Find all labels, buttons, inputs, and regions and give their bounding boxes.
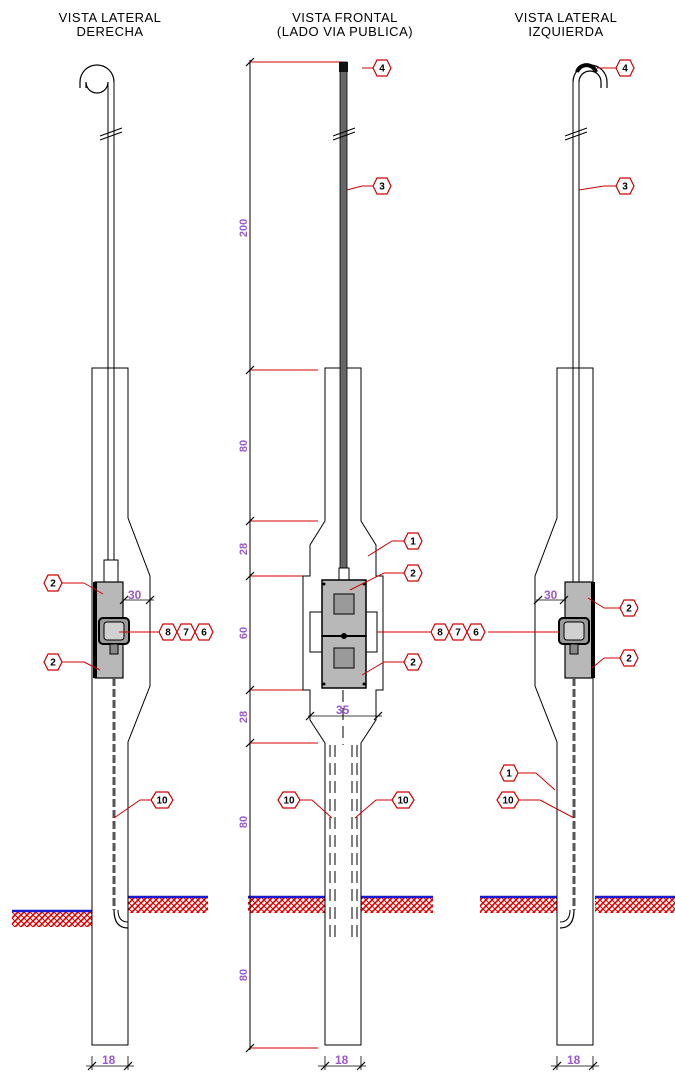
title-right-line1: VISTA LATERAL [59, 10, 162, 25]
dim-v-28a: 28 [238, 543, 250, 555]
svg-text:8: 8 [165, 628, 171, 639]
svg-text:2: 2 [626, 604, 632, 615]
view-front: 200 80 28 60 28 80 80 [238, 57, 384, 1071]
title-left-line2: IZQUIERDA [528, 24, 603, 39]
dim-v-60: 60 [238, 627, 250, 639]
svg-text:7: 7 [455, 628, 461, 639]
svg-text:2: 2 [50, 579, 56, 590]
dim-v-80a: 80 [238, 440, 250, 452]
tag-meter-a-front: 8 [430, 623, 450, 641]
dim-box-front: 35 [336, 703, 350, 717]
tag-meter-c-front: 6 [466, 623, 486, 641]
svg-text:3: 3 [379, 182, 385, 193]
post-outline-left [534, 367, 594, 1046]
tag-meter-c-right: 6 [194, 623, 214, 641]
tag-post-left: 1 [499, 764, 519, 782]
tag-mast-front: 3 [372, 177, 392, 195]
svg-text:4: 4 [622, 64, 628, 75]
tag-box-left-top: 2 [619, 599, 639, 617]
svg-text:4: 4 [379, 64, 385, 75]
ground-right [12, 895, 208, 927]
tag-box-right-top: 2 [43, 574, 63, 592]
title-left-line1: VISTA LATERAL [515, 10, 618, 25]
tag-cap-left: 4 [615, 59, 635, 77]
dim-box-side-left: 30 [544, 588, 558, 602]
title-front-line2: (LADO VIA PUBLICA) [277, 24, 413, 39]
svg-text:2: 2 [626, 654, 632, 665]
tag-box-right-bottom: 2 [43, 653, 63, 671]
tag-cap-front: 4 [372, 59, 392, 77]
dim-base-left: 18 [567, 1053, 581, 1067]
tag-mast-left: 3 [615, 177, 635, 195]
dim-v-28b: 28 [238, 711, 250, 723]
tag-conduit-front-right: 10 [391, 791, 415, 809]
tag-box-front-bottom: 2 [403, 653, 423, 671]
tag-post-front: 1 [403, 532, 423, 550]
dim-base-front: 18 [335, 1053, 349, 1067]
dim-v-200: 200 [238, 219, 250, 237]
svg-text:2: 2 [410, 569, 416, 580]
dim-v-80b: 80 [238, 816, 250, 828]
svg-text:2: 2 [50, 658, 56, 669]
svg-text:10: 10 [156, 796, 168, 807]
svg-text:3: 3 [622, 182, 628, 193]
ground-left [480, 895, 675, 913]
svg-text:7: 7 [183, 628, 189, 639]
post-outline-front [302, 367, 384, 1046]
dim-box-side-right: 30 [128, 588, 142, 602]
svg-text:10: 10 [397, 796, 409, 807]
svg-text:6: 6 [473, 628, 479, 639]
tag-meter-b-front: 7 [448, 623, 468, 641]
view-left-side: 30 18 [533, 63, 608, 1071]
tag-conduit-left: 10 [496, 791, 520, 809]
svg-text:6: 6 [201, 628, 207, 639]
tag-meter-a-right: 8 [158, 623, 178, 641]
dim-base-right: 18 [102, 1053, 116, 1067]
ground-front [248, 895, 433, 913]
title-right-line2: DERECHA [76, 24, 143, 39]
title-front-line1: VISTA FRONTAL [292, 10, 398, 25]
tag-conduit-right: 10 [150, 791, 174, 809]
svg-text:1: 1 [506, 769, 512, 780]
svg-text:10: 10 [283, 796, 295, 807]
svg-text:2: 2 [410, 658, 416, 669]
callout-tags: 2 8 7 6 2 10 4 3 1 2 8 7 6 2 10 10 4 3 2… [43, 59, 639, 809]
svg-text:1: 1 [410, 537, 416, 548]
callout-leaders [62, 67, 620, 819]
svg-text:10: 10 [502, 796, 514, 807]
tag-conduit-front-left: 10 [277, 791, 301, 809]
view-right-side: 30 18 [79, 64, 155, 1071]
dim-v-80c: 80 [238, 969, 250, 981]
tag-meter-b-right: 7 [176, 623, 196, 641]
svg-text:8: 8 [437, 628, 443, 639]
post-outline-right [91, 367, 151, 1046]
tag-box-left-bottom: 2 [619, 649, 639, 667]
tag-box-front-top: 2 [403, 564, 423, 582]
